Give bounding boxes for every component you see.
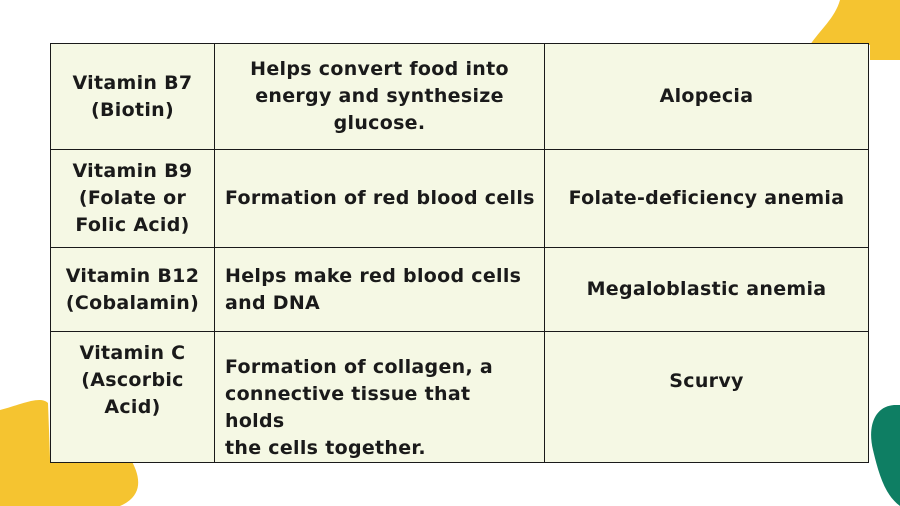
vitamin-name-line: Acid) [104, 396, 161, 418]
vitamin-table: Vitamin B7 (Biotin) Helps convert food i… [50, 43, 869, 463]
table-row: Vitamin B7 (Biotin) Helps convert food i… [50, 43, 869, 150]
function-cell: Formation of collagen, a connective tiss… [214, 331, 545, 463]
deficiency-cell: Megaloblastic anemia [544, 247, 869, 332]
function-cell: Helps make red blood cells and DNA [214, 247, 545, 332]
vitamin-name-line: Vitamin B12 [65, 264, 200, 287]
table-row: Vitamin B9 (Folate or Folic Acid) Format… [50, 149, 869, 248]
function-line: glucose. [333, 112, 426, 134]
function-cell: Formation of red blood cells [214, 149, 545, 248]
function-cell: Helps convert food into energy and synth… [214, 43, 545, 150]
vitamin-name-line: Vitamin B9 [72, 160, 193, 182]
green-blob-bottom-right [871, 405, 900, 506]
deficiency-cell: Alopecia [544, 43, 869, 150]
vitamin-name-line: (Biotin) [91, 98, 174, 121]
function-line: Formation of collagen, a [225, 356, 494, 378]
function-line: Formation of red blood cells [225, 187, 535, 209]
function-line: Helps convert food into [250, 58, 509, 80]
vitamin-name-cell: Vitamin C (Ascorbic Acid) [50, 331, 215, 463]
vitamin-name-cell: Vitamin B9 (Folate or Folic Acid) [50, 149, 215, 248]
function-line: the cells together. [225, 437, 426, 459]
deficiency-cell: Folate-deficiency anemia [544, 149, 869, 248]
function-line: and DNA [225, 291, 321, 314]
vitamin-name-line: Folic Acid) [75, 214, 190, 236]
vitamin-name-line: (Cobalamin) [65, 291, 200, 314]
function-line: connective tissue that holds [225, 383, 471, 432]
vitamin-name-line: (Folate or [78, 187, 187, 209]
table-row: Vitamin C (Ascorbic Acid) Formation of c… [50, 331, 869, 463]
vitamin-name-line: Vitamin B7 [72, 71, 193, 94]
function-line: Helps make red blood cells [225, 264, 522, 287]
deficiency-cell: Scurvy [544, 331, 869, 463]
vitamin-name-cell: Vitamin B12 (Cobalamin) [50, 247, 215, 332]
table-row: Vitamin B12 (Cobalamin) Helps make red b… [50, 247, 869, 332]
vitamin-name-line: Vitamin C [79, 342, 186, 364]
yellow-blob-bottom-left [0, 400, 139, 506]
function-line: energy and synthesize [255, 85, 504, 107]
vitamin-name-line: (Ascorbic [81, 369, 184, 391]
vitamin-name-cell: Vitamin B7 (Biotin) [50, 43, 215, 150]
